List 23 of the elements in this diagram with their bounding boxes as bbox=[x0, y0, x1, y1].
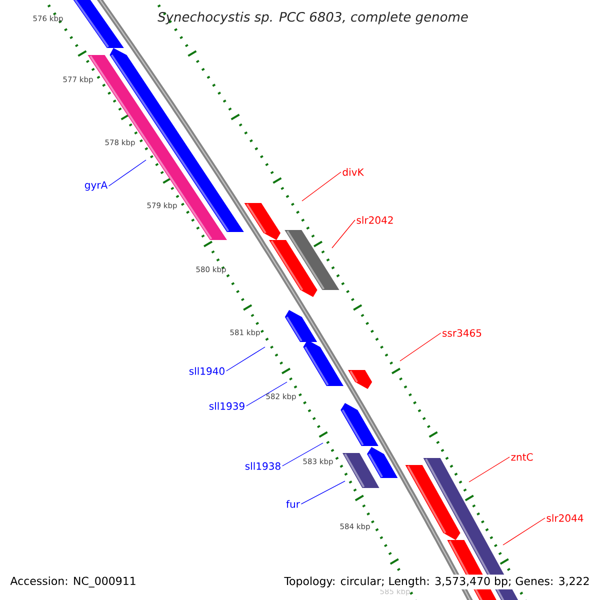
gene-label: gyrA bbox=[84, 181, 108, 191]
leader-line bbox=[332, 220, 356, 248]
leader-line bbox=[468, 456, 510, 482]
leader-line bbox=[300, 480, 346, 504]
gene-label: sll1938 bbox=[245, 462, 280, 470]
gene-label: zntC bbox=[511, 453, 533, 461]
gene-label: slr2044 bbox=[546, 514, 584, 522]
accession-text: Accession: NC_000911 bbox=[10, 576, 136, 588]
gene-label: divK bbox=[342, 168, 364, 176]
leader-line bbox=[282, 442, 324, 466]
title: Synechocystis sp. PCC 6803, complete genome bbox=[158, 12, 468, 24]
leader-line bbox=[400, 332, 442, 362]
gene-label: ssr3465 bbox=[442, 329, 482, 337]
gene-label: sll1940 bbox=[189, 367, 224, 375]
gene-label: sll1939 bbox=[209, 402, 244, 410]
leader-line bbox=[502, 518, 546, 546]
leader-line bbox=[246, 382, 288, 406]
gene-label: fur bbox=[286, 500, 300, 508]
gene-label: slr2042 bbox=[356, 216, 393, 224]
leader-line bbox=[108, 160, 146, 186]
leader-line bbox=[226, 346, 266, 372]
leader-line bbox=[302, 172, 342, 202]
summary-text: Topology: circular; Length: 3,573,470 bp; Genes: 3,222 bbox=[282, 574, 592, 590]
